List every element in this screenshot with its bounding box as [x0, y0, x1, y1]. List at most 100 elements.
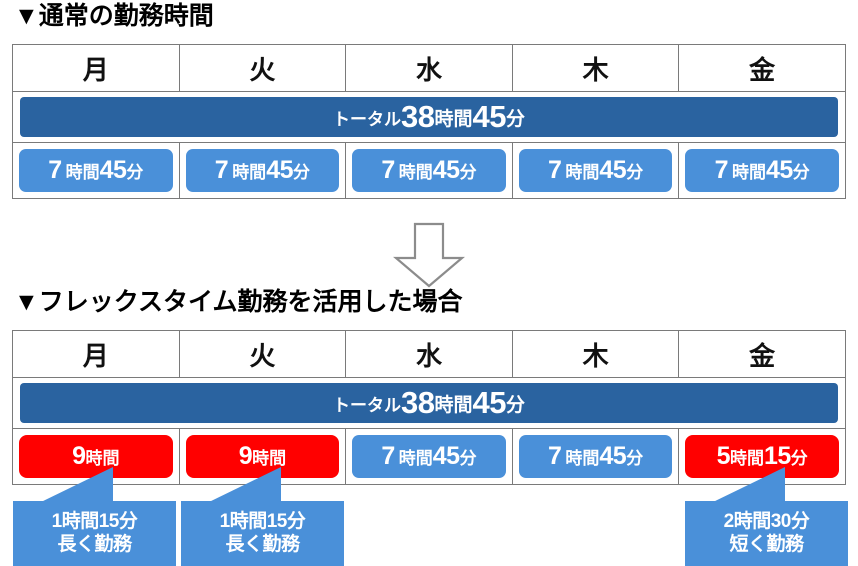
day-hours-value: 7: [714, 156, 729, 184]
day-hours-unit: 時間: [232, 163, 267, 182]
day-hours-value: 7: [48, 156, 62, 184]
day-hours-unit: 時間: [398, 163, 433, 182]
table-header-row: 月 火 水 木 金: [12, 44, 846, 92]
day-hours-value: 9: [72, 442, 86, 470]
day-hours-value: 7: [547, 156, 562, 184]
day-minutes-value: 45: [99, 156, 127, 184]
day-hours-unit: 時間: [565, 163, 600, 182]
day-header-wed: 水: [345, 44, 513, 92]
day-header-fri: 金: [678, 44, 846, 92]
total-hours-value: 38: [401, 385, 435, 420]
day-minutes-unit: 分: [626, 163, 644, 182]
day-hours-value: 7: [214, 156, 229, 184]
day-minutes-unit: 分: [126, 163, 144, 182]
day-hours-unit: 時間: [729, 449, 764, 468]
day-hours-unit: 時間: [85, 449, 120, 468]
day-hours-unit: 時間: [65, 163, 100, 182]
callout-pointer-tue-icon: [207, 467, 281, 503]
callout-pointer-fri-icon: [711, 467, 785, 503]
total-minutes-value: 45: [472, 385, 507, 420]
day-header-mon: 月: [12, 44, 180, 92]
day-minutes-value: 45: [599, 442, 627, 470]
table-header-row: 月 火 水 木 金: [12, 330, 846, 378]
day-minutes-value: 45: [599, 156, 627, 184]
day-minutes-unit: 分: [459, 163, 477, 182]
day-minutes-value: 45: [432, 442, 460, 470]
total-hours-unit: 時間: [434, 394, 473, 416]
total-hours-value: 38: [401, 99, 435, 134]
day-hours-value: 7: [547, 442, 562, 470]
day-header-fri: 金: [678, 330, 846, 378]
day-minutes-unit: 分: [790, 449, 808, 468]
total-minutes-unit: 分: [505, 394, 525, 416]
day-header-thu: 木: [511, 44, 680, 92]
day-minutes-unit: 分: [293, 163, 310, 182]
day-header-wed: 水: [345, 330, 513, 378]
total-label: トータル: [333, 109, 401, 129]
day-minutes-value: 45: [765, 156, 793, 184]
callout-pointer-mon-icon: [39, 467, 113, 503]
day-hours-value: 5: [716, 442, 731, 470]
total-minutes-unit: 分: [505, 108, 525, 130]
total-label: トータル: [333, 395, 401, 415]
day-hours-value: 7: [381, 442, 395, 470]
day-minutes-value: 45: [432, 156, 460, 184]
down-arrow-icon: [393, 222, 465, 288]
day-hours-unit: 時間: [731, 163, 766, 182]
callout-note: 長く勤務: [225, 533, 300, 555]
day-minutes-unit: 分: [626, 449, 644, 468]
day-hours-unit: 時間: [565, 449, 600, 468]
day-header-tue: 火: [178, 330, 347, 378]
total-minutes-value: 45: [472, 99, 507, 134]
day-hours-unit: 時間: [398, 449, 433, 468]
day-header-mon: 月: [12, 330, 180, 378]
day-minutes-unit: 分: [792, 163, 810, 182]
callout-note: 長く勤務: [57, 533, 132, 555]
callout-amount: 1時間15分: [219, 511, 306, 532]
callout-fri: 2時間30分 短く勤務: [685, 501, 848, 566]
day-header-tue: 火: [178, 44, 347, 92]
day-hours-value: 9: [238, 442, 253, 470]
callout-note: 短く勤務: [729, 533, 804, 555]
page-title-flex-hours: ▼フレックスタイム勤務を活用した場合: [14, 288, 463, 316]
day-hours-unit: 時間: [252, 449, 287, 468]
callout-amount: 2時間30分: [723, 511, 810, 532]
total-hours-unit: 時間: [434, 108, 473, 130]
day-minutes-value: 15: [763, 442, 791, 470]
day-minutes-value: 45: [266, 156, 293, 184]
day-header-thu: 木: [511, 330, 680, 378]
callout-mon: 1時間15分 長く勤務: [13, 501, 176, 566]
page-title-normal-hours: ▼通常の勤務時間: [14, 2, 214, 30]
day-minutes-unit: 分: [459, 449, 477, 468]
day-hours-value: 7: [381, 156, 395, 184]
